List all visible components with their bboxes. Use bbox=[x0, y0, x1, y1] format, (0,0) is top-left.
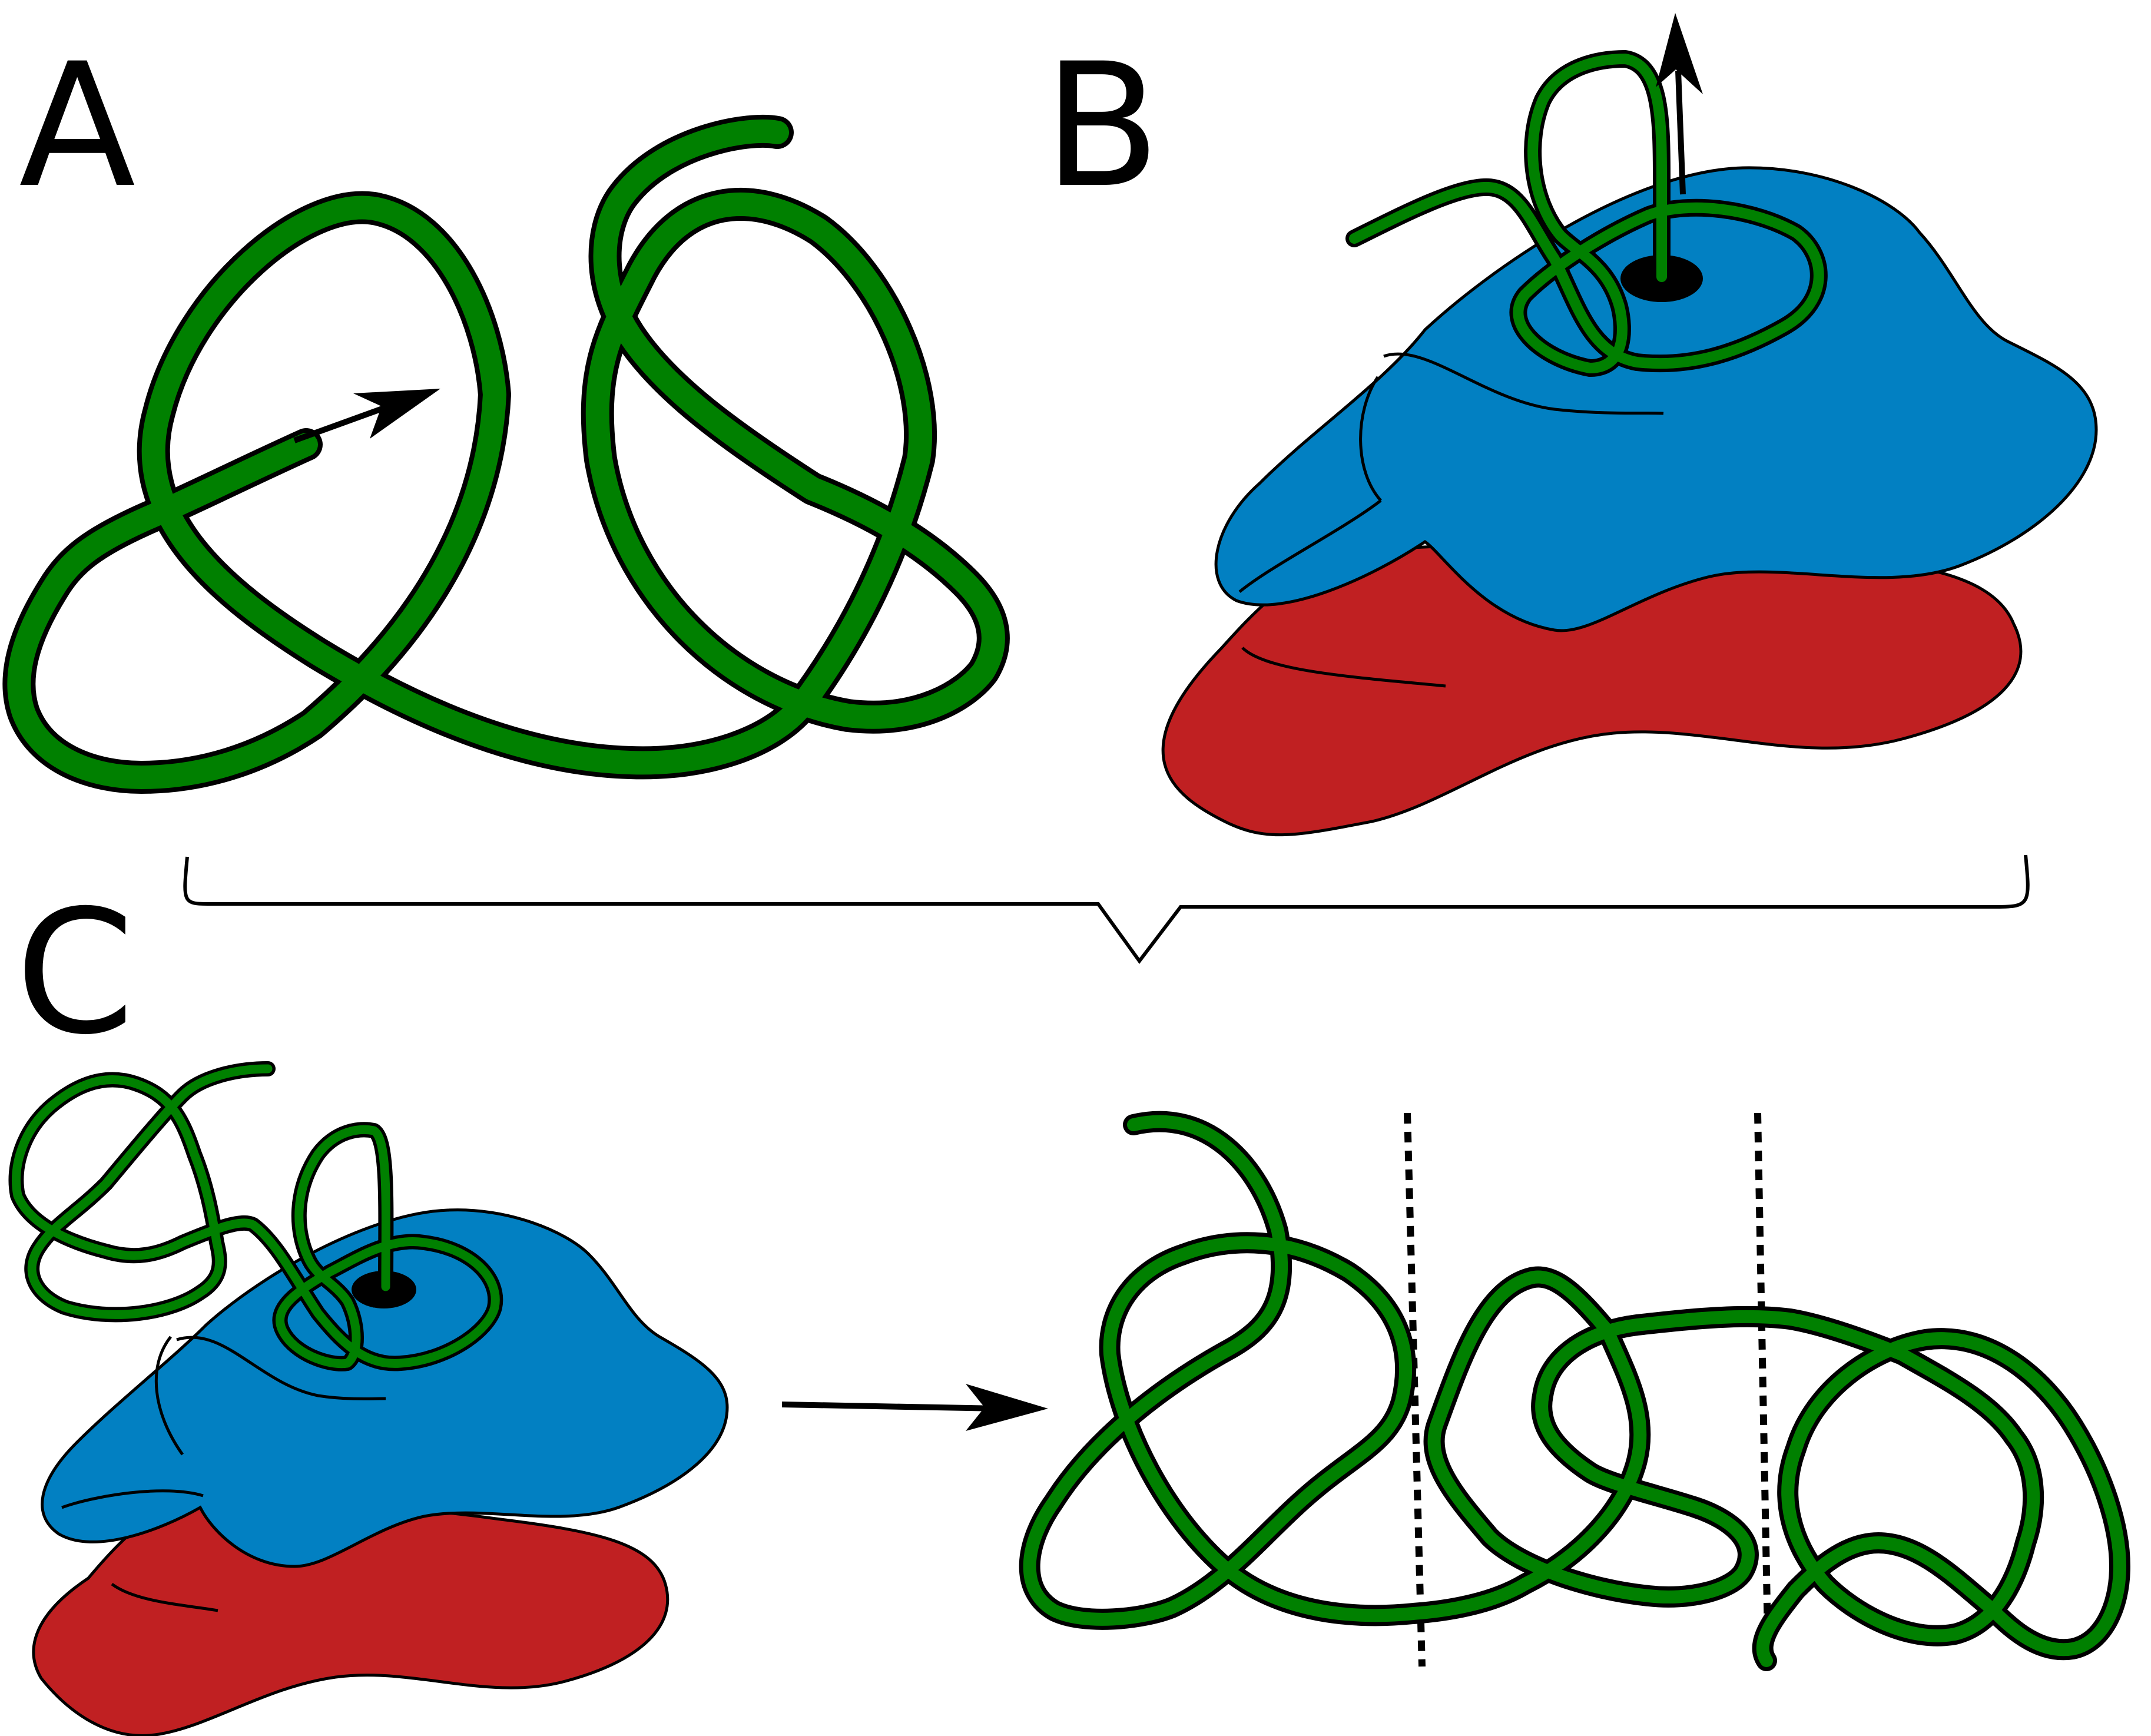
knot-strand bbox=[1345, 50, 1828, 377]
knot-strand bbox=[8, 1061, 503, 1371]
blue-domain bbox=[41, 1208, 729, 1568]
panel-label-a: A bbox=[19, 27, 136, 226]
panel-label-c: C bbox=[15, 874, 135, 1072]
arrow-right-icon bbox=[781, 1384, 1048, 1431]
blue-domain bbox=[1214, 166, 2098, 632]
divider-line bbox=[1754, 1112, 1772, 1667]
panel-label-b: B bbox=[1043, 27, 1161, 226]
panel-c-protein-knot bbox=[8, 1061, 729, 1736]
knot-strand bbox=[1019, 1111, 2130, 1671]
divider-line bbox=[1404, 1112, 1426, 1667]
brace-connector bbox=[183, 854, 2030, 965]
knot-strand bbox=[2, 115, 1010, 794]
arrow-up-icon bbox=[1656, 13, 1703, 195]
arrow-right-icon bbox=[293, 389, 440, 443]
red-domain bbox=[32, 1500, 670, 1736]
panel-b-protein-knot bbox=[1161, 13, 2098, 837]
panel-a-knot bbox=[2, 115, 1010, 794]
panel-c-composite-knot bbox=[1019, 1111, 2130, 1671]
